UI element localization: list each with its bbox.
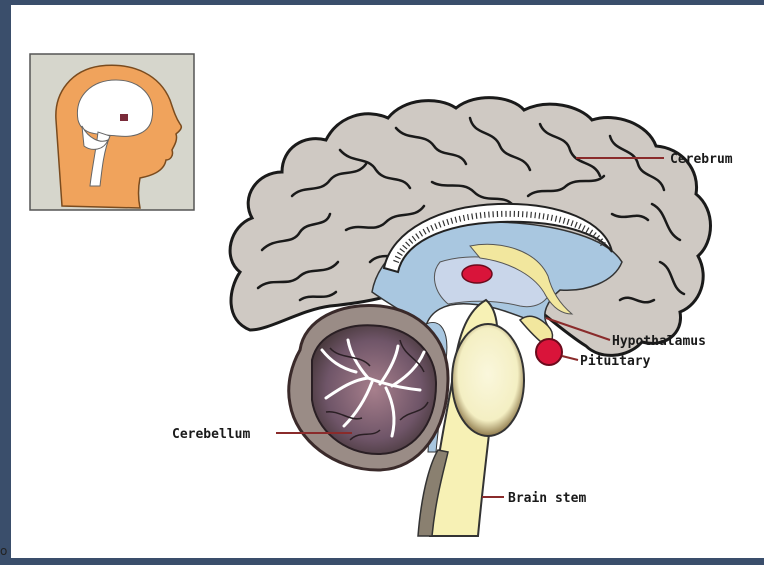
label-cerebrum: Cerebrum [670,152,733,167]
label-brain-stem: Brain stem [508,491,586,506]
corner-mark: o [0,544,7,558]
label-pituitary: Pituitary [580,354,651,369]
red-nucleus-mark [462,265,492,283]
label-cerebellum: Cerebellum [172,427,250,442]
inset-marker [120,114,128,121]
inset-head-diagram [30,54,194,210]
pituitary-gland [536,339,562,365]
inset-brain [77,80,152,136]
label-hypothalamus: Hypothalamus [612,334,706,349]
cerebellum [289,305,448,470]
pons [452,324,524,436]
